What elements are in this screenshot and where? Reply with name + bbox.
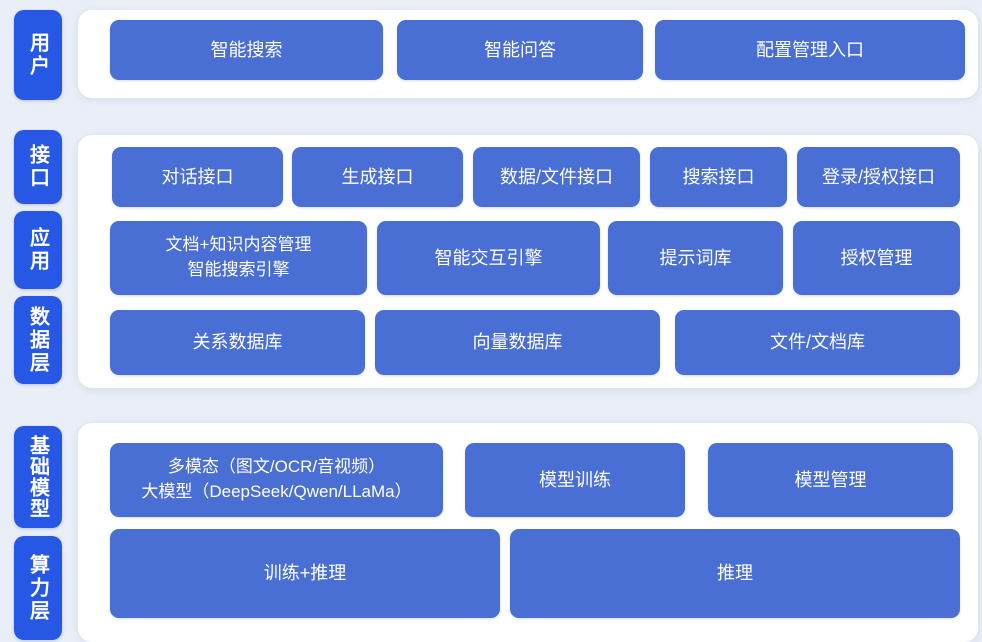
block-interactive-engine: 智能交互引擎 <box>377 221 600 295</box>
block-dialog-api: 对话接口 <box>112 147 283 207</box>
block-model-management: 模型管理 <box>708 443 953 517</box>
block-generation-api: 生成接口 <box>292 147 463 207</box>
block-smart-qa: 智能问答 <box>397 20 643 80</box>
block-prompt-library: 提示词库 <box>608 221 783 295</box>
block-inference: 推理 <box>510 529 960 618</box>
layer-label-compute: 算力层 <box>14 536 62 640</box>
layer-label-data: 数据层 <box>14 296 62 384</box>
block-training-inference: 训练+推理 <box>110 529 500 618</box>
block-config-management-entry: 配置管理入口 <box>655 20 965 80</box>
layer-label-application: 应用 <box>14 211 62 289</box>
block-data-file-api: 数据/文件接口 <box>473 147 640 207</box>
block-model-training: 模型训练 <box>465 443 685 517</box>
block-multimodal-llm: 多模态（图文/OCR/音视频） 大模型（DeepSeek/Qwen/LLaMa） <box>110 443 443 517</box>
block-search-api: 搜索接口 <box>650 147 787 207</box>
layer-label-user: 用户 <box>14 10 62 100</box>
block-file-doc-store: 文件/文档库 <box>675 310 960 375</box>
block-auth-management: 授权管理 <box>793 221 960 295</box>
block-login-auth-api: 登录/授权接口 <box>797 147 960 207</box>
block-vector-db: 向量数据库 <box>375 310 660 375</box>
block-smart-search: 智能搜索 <box>110 20 383 80</box>
block-doc-knowledge-search-engine: 文档+知识内容管理 智能搜索引擎 <box>110 221 367 295</box>
layer-label-foundation-model: 基础模型 <box>14 426 62 528</box>
layer-label-interface: 接口 <box>14 130 62 204</box>
block-relational-db: 关系数据库 <box>110 310 365 375</box>
